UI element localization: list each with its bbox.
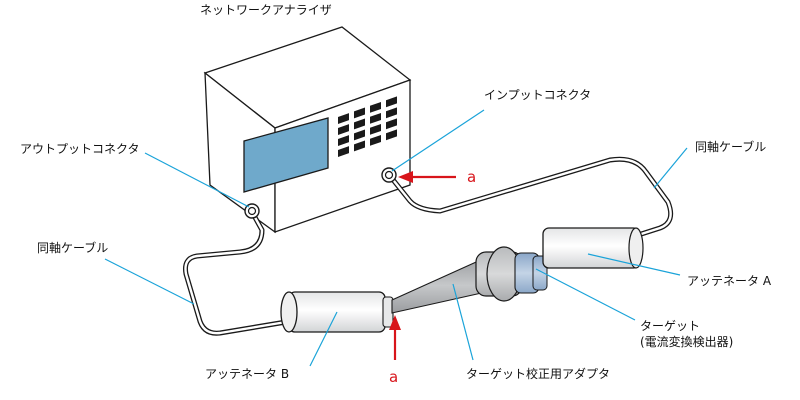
label-target-calibration-adapter: ターゲット校正用アダプタ	[466, 366, 610, 381]
label-target: ターゲット	[640, 319, 700, 333]
input-connector	[381, 167, 397, 183]
keypad-key	[338, 146, 349, 157]
keypad-key	[338, 113, 349, 124]
keypad-key	[386, 118, 397, 130]
keypad-key	[354, 129, 365, 141]
label-input-connector: インプットコネクタ	[484, 88, 591, 102]
keypad-key	[370, 123, 381, 135]
label-output-connector: アウトプットコネクタ	[20, 142, 140, 156]
keypad-key	[370, 134, 381, 146]
keypad-key	[338, 135, 349, 146]
network-analyzer	[203, 26, 412, 234]
keypad-key	[354, 118, 365, 130]
keypad-key	[386, 129, 397, 141]
attenuator-a	[542, 227, 644, 269]
marker-a-bottom-label: a	[389, 368, 398, 386]
leader-lines	[104, 109, 688, 367]
output-connector	[244, 203, 260, 219]
label-attenuator-b: アッテネータ B	[205, 367, 289, 381]
target-current-sensor	[514, 252, 548, 294]
coaxial-cables	[183, 156, 674, 336]
marker-a-bottom: a	[389, 315, 401, 386]
label-network-analyzer: ネットワークアナライザ	[200, 3, 332, 17]
label-coax-cable-right: 同軸ケーブル	[695, 139, 766, 154]
keypad-key	[338, 124, 349, 135]
keypad-key	[370, 112, 381, 124]
keypad-key	[386, 96, 397, 108]
keypad-key	[370, 101, 381, 113]
marker-a-top: a	[398, 168, 476, 186]
keypad-key	[354, 107, 365, 119]
analyzer-screen	[243, 117, 329, 193]
label-target-sub: (電流変換検出器)	[640, 334, 733, 349]
label-attenuator-a: アッテネータ A	[687, 274, 772, 288]
keypad-key	[386, 107, 397, 119]
analyzer-keypad	[338, 96, 397, 157]
label-coax-cable-left: 同軸ケーブル	[37, 240, 108, 255]
keypad-key	[354, 140, 365, 152]
target-calibration-adapter	[391, 246, 523, 314]
marker-a-top-label: a	[467, 168, 476, 186]
